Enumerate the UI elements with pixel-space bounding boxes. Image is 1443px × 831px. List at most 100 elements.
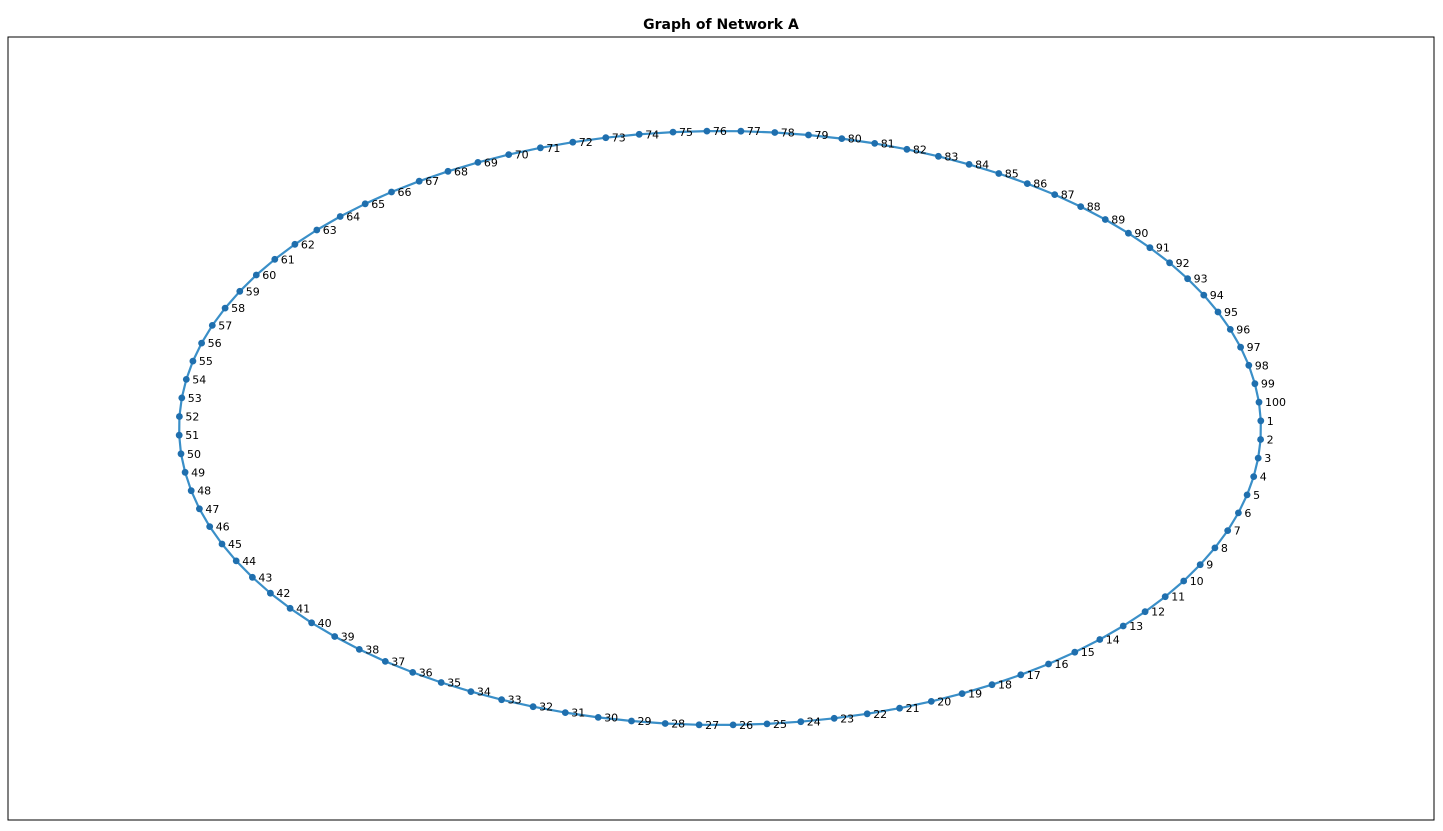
edge-45-46 [208,525,224,546]
figure-title: Graph of Network A [643,17,799,33]
node-6 [1235,509,1242,517]
node-label-93: 93 [1194,273,1208,286]
edge-21-22 [866,707,901,715]
edge-38-39 [333,635,361,651]
node-label-26: 26 [739,719,753,732]
edge-57-58 [211,307,227,327]
node-label-17: 17 [1027,669,1041,682]
node-100 [1255,398,1263,406]
node-label-35: 35 [447,677,461,690]
node-91 [1146,244,1154,252]
node-16 [1045,660,1052,668]
node-label-54: 54 [192,373,206,386]
node-65 [361,200,369,208]
nodes-layer [175,127,1265,729]
node-46 [206,523,214,530]
node-73 [602,134,610,142]
node-label-73: 73 [612,132,626,145]
edge-36-37 [384,660,414,674]
node-label-88: 88 [1087,201,1101,214]
node-64 [336,213,344,220]
node-2 [1257,436,1264,443]
node-32 [529,703,537,711]
node-label-13: 13 [1129,620,1143,633]
node-label-45: 45 [228,538,242,551]
edge-75-76 [671,130,709,134]
node-label-98: 98 [1255,359,1269,372]
node-95 [1214,308,1222,316]
node-74 [635,130,643,138]
node-70 [505,151,513,159]
node-43 [249,573,256,581]
edge-27-28 [664,722,701,726]
node-47 [196,505,203,513]
node-79 [805,131,812,139]
edge-60-61 [255,258,276,277]
edge-31-32 [531,705,567,714]
node-55 [189,357,197,365]
node-label-32: 32 [539,701,553,714]
edge-23-24 [799,717,836,723]
edge-11-12 [1143,595,1167,613]
node-label-27: 27 [705,719,719,732]
node-label-81: 81 [881,137,895,150]
node-label-20: 20 [937,695,951,708]
node-40 [308,619,315,627]
edge-77-78 [739,130,776,134]
node-72 [569,138,577,146]
node-20 [927,698,935,705]
node-93 [1184,275,1191,283]
node-label-9: 9 [1206,559,1213,572]
edge-95-96 [1216,310,1232,331]
node-69 [474,159,482,166]
edge-80-81 [840,137,876,145]
labels-layer: 1234567891011121314151617181920212223242… [185,125,1286,732]
node-24 [797,718,805,726]
edge-89-90 [1104,218,1130,235]
node-label-74: 74 [645,128,659,141]
edge-64-65 [339,202,367,218]
edge-86-87 [1026,182,1056,196]
node-label-3: 3 [1264,452,1271,465]
edges-layer [178,130,1262,727]
node-label-1: 1 [1267,415,1274,428]
node-71 [537,144,544,152]
edge-70-71 [507,146,542,156]
edge-73-74 [604,133,641,139]
node-11 [1161,593,1169,601]
node-34 [467,688,475,695]
node-86 [1023,180,1031,188]
edge-63-64 [315,215,342,232]
node-label-50: 50 [187,448,201,461]
edge-87-88 [1053,193,1082,208]
edge-16-17 [1019,662,1050,676]
node-15 [1071,648,1079,656]
node-label-43: 43 [258,571,272,584]
node-label-79: 79 [815,129,829,142]
node-62 [291,240,299,248]
node-75 [669,128,677,136]
node-label-89: 89 [1111,214,1125,227]
node-label-42: 42 [276,587,290,600]
node-38 [355,646,363,653]
edge-10-11 [1164,579,1185,598]
node-label-92: 92 [1176,257,1190,270]
node-label-72: 72 [579,136,593,149]
node-label-21: 21 [906,702,920,715]
edge-35-36 [411,671,443,684]
node-14 [1096,636,1104,643]
node-label-95: 95 [1224,306,1238,319]
node-78 [771,129,779,136]
edge-85-86 [997,172,1029,185]
edge-13-14 [1098,624,1125,641]
node-22 [863,710,871,718]
node-label-56: 56 [208,337,222,350]
node-53 [178,394,186,402]
edge-59-60 [238,273,258,293]
node-label-29: 29 [638,715,652,728]
node-label-4: 4 [1260,471,1267,484]
node-76 [703,127,711,135]
edge-44-45 [220,542,238,563]
edge-37-38 [358,648,387,663]
node-label-90: 90 [1134,227,1148,240]
